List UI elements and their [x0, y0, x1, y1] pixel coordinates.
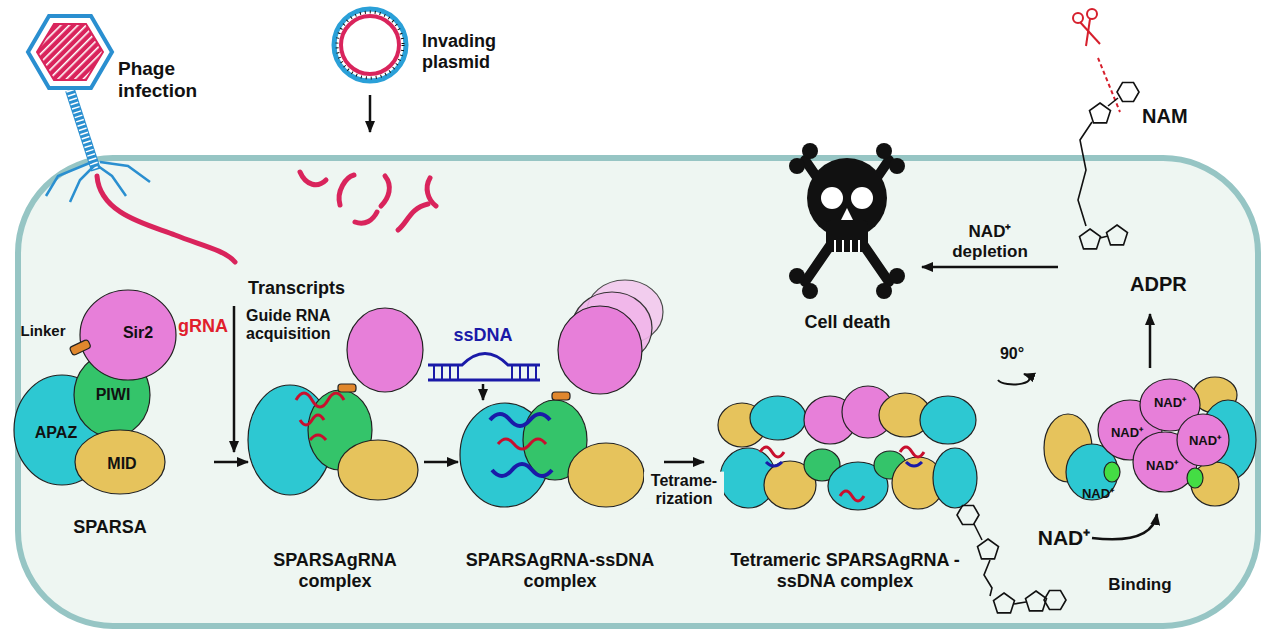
stage-node: Phage infection [8, 4, 232, 180]
node-label: Phage infection [118, 58, 230, 102]
transcript-fragments [300, 172, 436, 230]
part-label: PIWI [96, 386, 131, 404]
node-label: ADPR [1130, 273, 1200, 296]
nad-molecule [957, 506, 1157, 613]
part-label: NAD⁺ [1111, 426, 1143, 441]
part-label: ssDNA [453, 325, 512, 346]
rotation-icon [998, 374, 1030, 385]
part-label: NAD⁺ [1038, 526, 1091, 550]
part-label: Sir2 [123, 324, 153, 342]
flow-arrow [214, 461, 248, 464]
tetramer-complex [718, 386, 977, 510]
edge-label: Tetrame- rization [644, 472, 724, 509]
flow-arrow [424, 461, 458, 464]
part-label: APAZ [35, 424, 77, 442]
ssdna-complex [460, 280, 663, 507]
rotated-tetramer [1044, 314, 1256, 506]
part-label: Guide RNA acquisition [246, 307, 358, 344]
node-label: Invading plasmid [422, 31, 532, 72]
skull-icon [789, 143, 905, 299]
node-label: Transcripts [248, 278, 398, 299]
part-label: gRNA [178, 316, 228, 337]
part-label: Linker [20, 322, 65, 339]
stage-node: Cell death [775, 140, 922, 340]
node-label: NAM [1142, 105, 1202, 128]
sparsa-protein [14, 290, 176, 494]
products-molecule [1073, 9, 1139, 249]
stage-node: Tetrameric SPARSAgRNA -ssDNA complex [704, 385, 986, 597]
guide-arrow [234, 306, 235, 452]
part-label: NAD⁺ [1154, 396, 1186, 411]
stage-node: NAM ADPR [1058, 60, 1208, 310]
node-label: SPARSA [8, 517, 212, 538]
edge-label: NAD⁺ depletion [940, 222, 1040, 261]
part-label: NAD⁺ [1189, 434, 1221, 449]
node-label: Cell death [775, 312, 920, 333]
flow-arrow [922, 266, 1058, 269]
node-label: SPARSAgRNA-ssDNA complex [458, 550, 662, 591]
stage-node: Transcripts [245, 132, 460, 304]
cell-outline [18, 158, 1258, 626]
stage-node: Invading plasmid [330, 5, 540, 95]
part-label: NAD⁺ [1146, 459, 1178, 474]
phage-icon [28, 16, 235, 262]
part-label: 90° [1000, 345, 1024, 363]
plasmid-icon [334, 9, 406, 81]
flow-arrow [664, 461, 704, 464]
node-label: SPARSAgRNA complex [248, 550, 422, 591]
ssdna-icon [428, 354, 540, 401]
part-label: Binding [1108, 575, 1171, 595]
part-label: MID [107, 455, 136, 473]
part-label: NAD⁺ [1082, 487, 1114, 502]
node-label: Tetrameric SPARSAgRNA -ssDNA complex [725, 550, 965, 591]
flow-arrow [369, 95, 372, 132]
